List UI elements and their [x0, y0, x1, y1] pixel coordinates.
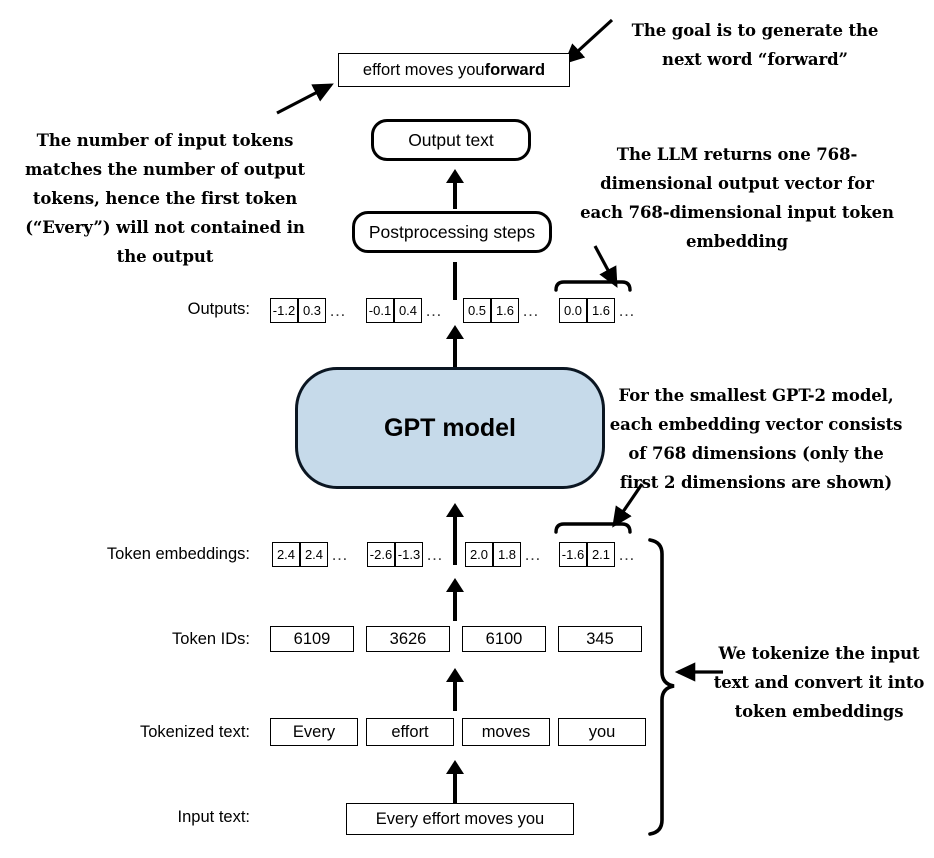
tokenized-text-box-2: moves [462, 718, 550, 746]
bracket-input-pipeline [648, 538, 675, 836]
vector-ellipsis: … [618, 300, 636, 320]
input-text-box: Every effort moves you [346, 803, 574, 835]
vector-ellipsis: … [425, 300, 443, 320]
token-id-box-0: 6109 [270, 626, 354, 652]
vector-cell: 1.6 [491, 298, 519, 323]
annotation-goal: The goal is to generate the next word “f… [631, 21, 879, 69]
vector-cell: -1.6 [559, 542, 587, 567]
arrow-token-count-annotation [276, 83, 334, 115]
annotation-tokenize: We tokenize the input text and convert i… [713, 644, 925, 721]
arrow-embeddings-to-gpt [441, 503, 469, 565]
row-label-input-text: Input text: [177, 808, 250, 826]
tokenized-text-box-1: effort [366, 718, 454, 746]
token-embeddings-vector-3: -1.6 2.1 … [559, 542, 636, 567]
vector-ellipsis: … [524, 544, 542, 564]
vector-ellipsis: … [331, 544, 349, 564]
annotation-llm-returns: The LLM returns one 768-dimensional outp… [580, 145, 894, 251]
token-embeddings-vector-1: -2.6 -1.3 … [367, 542, 444, 567]
final-output-highlight: forward [484, 60, 546, 79]
final-output-prefix: effort moves you [362, 60, 485, 79]
arrow-goal-annotation [563, 18, 614, 65]
vector-cell: 0.5 [463, 298, 491, 323]
arrow-postprocessing-to-output [441, 169, 469, 209]
token-id-box-1: 3626 [366, 626, 450, 652]
line-outputs-to-postprocessing [453, 262, 457, 300]
vector-cell: 0.3 [298, 298, 326, 323]
postprocessing-box: Postprocessing steps [352, 211, 552, 253]
vector-cell: 0.4 [394, 298, 422, 323]
vector-cell: 1.8 [493, 542, 521, 567]
outputs-vector-1: -0.1 0.4 … [366, 298, 443, 323]
vector-cell: 2.1 [587, 542, 615, 567]
tokenized-text-box-0: Every [270, 718, 358, 746]
vector-cell: -1.2 [270, 298, 298, 323]
vector-cell: -2.6 [367, 542, 395, 567]
vector-ellipsis: … [618, 544, 636, 564]
gpt-model-box: GPT model [295, 367, 605, 489]
bracket-output-vector [554, 280, 632, 292]
token-id-box-3: 345 [558, 626, 642, 652]
vector-ellipsis: … [522, 300, 540, 320]
arrow-input-to-tokens [441, 760, 469, 803]
token-embeddings-vector-2: 2.0 1.8 … [465, 542, 542, 567]
bracket-token-embedding-vector [554, 522, 632, 534]
outputs-vector-3: 0.0 1.6 … [559, 298, 636, 323]
row-label-tokenized-text: Tokenized text: [139, 723, 250, 741]
arrow-tokens-to-ids [441, 668, 469, 711]
annotation-embedding-dims: For the smallest GPT-2 model, each embed… [609, 386, 903, 492]
row-label-token-embeddings: Token embeddings: [106, 545, 250, 563]
annotation-token-count: The number of input tokens matches the n… [25, 131, 305, 266]
vector-cell: -1.3 [395, 542, 423, 567]
row-label-outputs: Outputs: [187, 300, 250, 318]
vector-cell: -0.1 [366, 298, 394, 323]
vector-ellipsis: … [426, 544, 444, 564]
vector-cell: 2.4 [272, 542, 300, 567]
row-label-token-ids: Token IDs: [172, 630, 250, 648]
vector-cell: 2.0 [465, 542, 493, 567]
vector-cell: 1.6 [587, 298, 615, 323]
outputs-vector-2: 0.5 1.6 … [463, 298, 540, 323]
vector-ellipsis: … [329, 300, 347, 320]
token-id-box-2: 6100 [462, 626, 546, 652]
output-text-box: Output text [371, 119, 531, 161]
outputs-vector-0: -1.2 0.3 … [270, 298, 347, 323]
token-embeddings-vector-0: 2.4 2.4 … [272, 542, 349, 567]
vector-cell: 0.0 [559, 298, 587, 323]
final-output-box: effort moves you forward [338, 53, 570, 87]
vector-cell: 2.4 [300, 542, 328, 567]
tokenized-text-box-3: you [558, 718, 646, 746]
arrow-ids-to-embeddings [441, 578, 469, 621]
arrow-gpt-to-outputs [441, 325, 469, 367]
